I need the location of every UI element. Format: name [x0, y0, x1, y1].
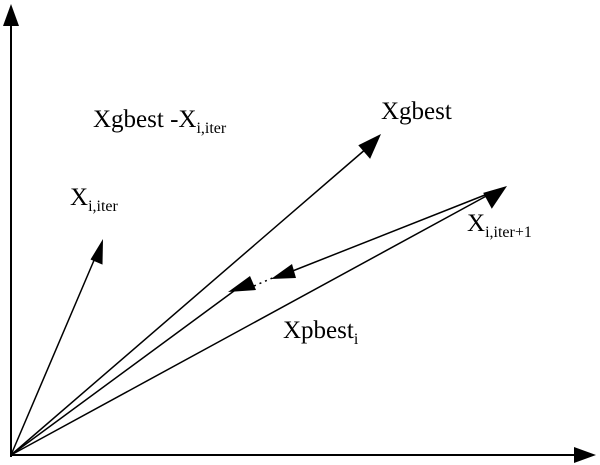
- label-x-iter: Xi,iter: [70, 184, 119, 215]
- label-xgbest: Xgbest: [381, 98, 452, 125]
- y-axis-arrowhead: [3, 4, 19, 26]
- vector-xgbest: [10, 147, 368, 456]
- vector-xpbest-arrowhead: [483, 186, 507, 209]
- vector-x-iter-arrowhead: [90, 239, 103, 265]
- labels: Xgbest -Xi,iter Xgbest Xi,iter Xi,iter+1…: [70, 98, 532, 348]
- vector-to-x-next: [289, 192, 491, 273]
- label-x-iter-plus-1: Xi,iter+1: [467, 210, 532, 241]
- dotted-connector: [253, 275, 278, 287]
- vector-xgbest-arrowhead: [358, 134, 381, 159]
- label-gbest-minus-x: Xgbest -Xi,iter: [93, 106, 227, 137]
- vector-xpbest: [10, 193, 491, 456]
- label-xpbest: Xpbesti: [283, 317, 359, 348]
- small-arrowhead-right: [271, 264, 296, 279]
- vectors: [10, 134, 507, 456]
- small-arrowhead-left: [228, 276, 256, 292]
- small-arrows: [228, 192, 491, 292]
- vector-to-inertia: [10, 287, 239, 456]
- vector-x-iter: [10, 257, 96, 456]
- x-axis-arrowhead: [574, 447, 596, 463]
- axes: [3, 4, 596, 463]
